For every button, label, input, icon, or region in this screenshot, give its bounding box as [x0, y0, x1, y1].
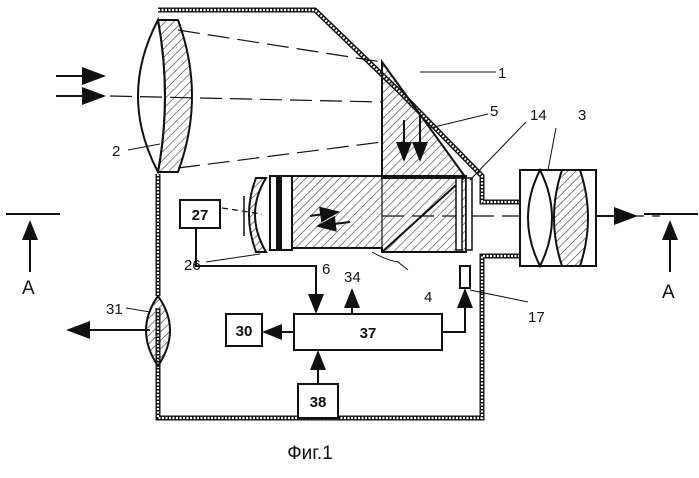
label-5: 5 [490, 103, 498, 120]
prism-5 [382, 62, 466, 178]
section-mark-right-label: A [662, 282, 675, 303]
label-6: 6 [322, 261, 330, 278]
label-17: 17 [528, 309, 545, 326]
label-34: 34 [344, 269, 361, 286]
block-30-label: 30 [236, 323, 253, 340]
sensor-17 [460, 266, 470, 288]
label-14: 14 [530, 107, 547, 124]
figure-caption: Фиг.1 [287, 443, 333, 464]
section-mark-right: A [644, 214, 698, 303]
block-38-label: 38 [310, 394, 327, 411]
label-31: 31 [106, 301, 123, 318]
emitter-optics [222, 176, 292, 252]
label-3: 3 [578, 107, 586, 124]
prism-block-4 [292, 176, 466, 252]
block-27-label: 27 [192, 207, 209, 224]
incoming-rays [56, 76, 104, 96]
section-mark-left-label: A [22, 278, 35, 299]
label-2: 2 [112, 143, 120, 160]
section-mark-left: A [6, 214, 60, 299]
objective-lens [138, 20, 192, 172]
block-37-label: 37 [360, 325, 377, 342]
label-4: 4 [424, 289, 432, 306]
label-1: 1 [498, 65, 506, 82]
eyepiece-3 [520, 170, 636, 266]
label-26: 26 [184, 257, 201, 274]
